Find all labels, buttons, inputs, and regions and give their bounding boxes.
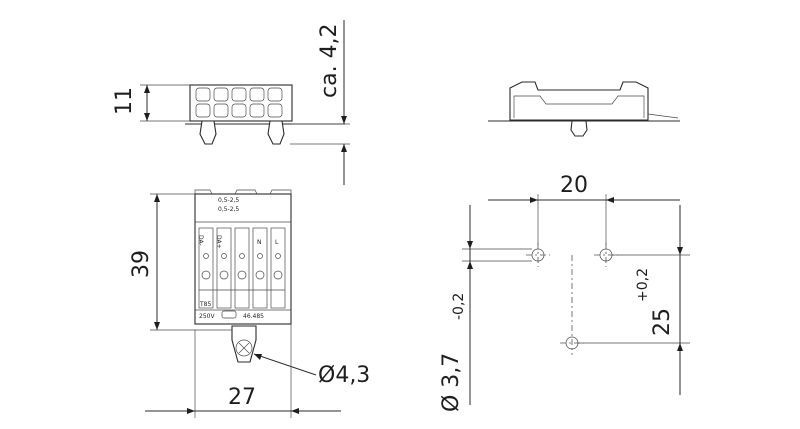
dim-height-front: 39 — [129, 250, 154, 278]
terminal-label-da-minus: DA- — [197, 235, 204, 246]
side-view — [488, 81, 680, 137]
dim-tolerance-plus: +0,2 — [635, 268, 651, 302]
hole-pattern — [462, 194, 690, 405]
brand-logo — [221, 310, 237, 319]
dim-width-front: 27 — [228, 385, 256, 410]
dim-hole-diameter: Ø 3,7 — [439, 353, 464, 412]
terminal-label-l: L — [275, 239, 279, 246]
wire-range-label-2: 0,5-2,5 — [218, 206, 239, 213]
terminal-label-da-plus: DA+ — [215, 235, 222, 249]
terminal-label-n: N — [257, 239, 262, 246]
rating-temperature: T85 — [199, 301, 211, 308]
dim-ca-label: ca. 4,2 — [317, 23, 342, 98]
front-view: 0,5-2,5 0,5-2,5 DA- DA+ N L T85 250V 46.… — [145, 189, 341, 418]
dim-pitch-vertical: 25 — [650, 308, 675, 336]
rating-voltage: 250V — [199, 313, 215, 320]
dim-tolerance-minus: -0,2 — [451, 293, 467, 320]
top-view — [140, 20, 350, 185]
dim-mount-diameter: Ø4,3 — [318, 363, 370, 388]
dim-height-top: 11 — [112, 87, 137, 115]
wire-range-label-1: 0,5-2,5 — [218, 197, 239, 204]
part-number: 46.485 — [243, 313, 264, 320]
dim-pitch-horizontal: 20 — [560, 173, 588, 198]
